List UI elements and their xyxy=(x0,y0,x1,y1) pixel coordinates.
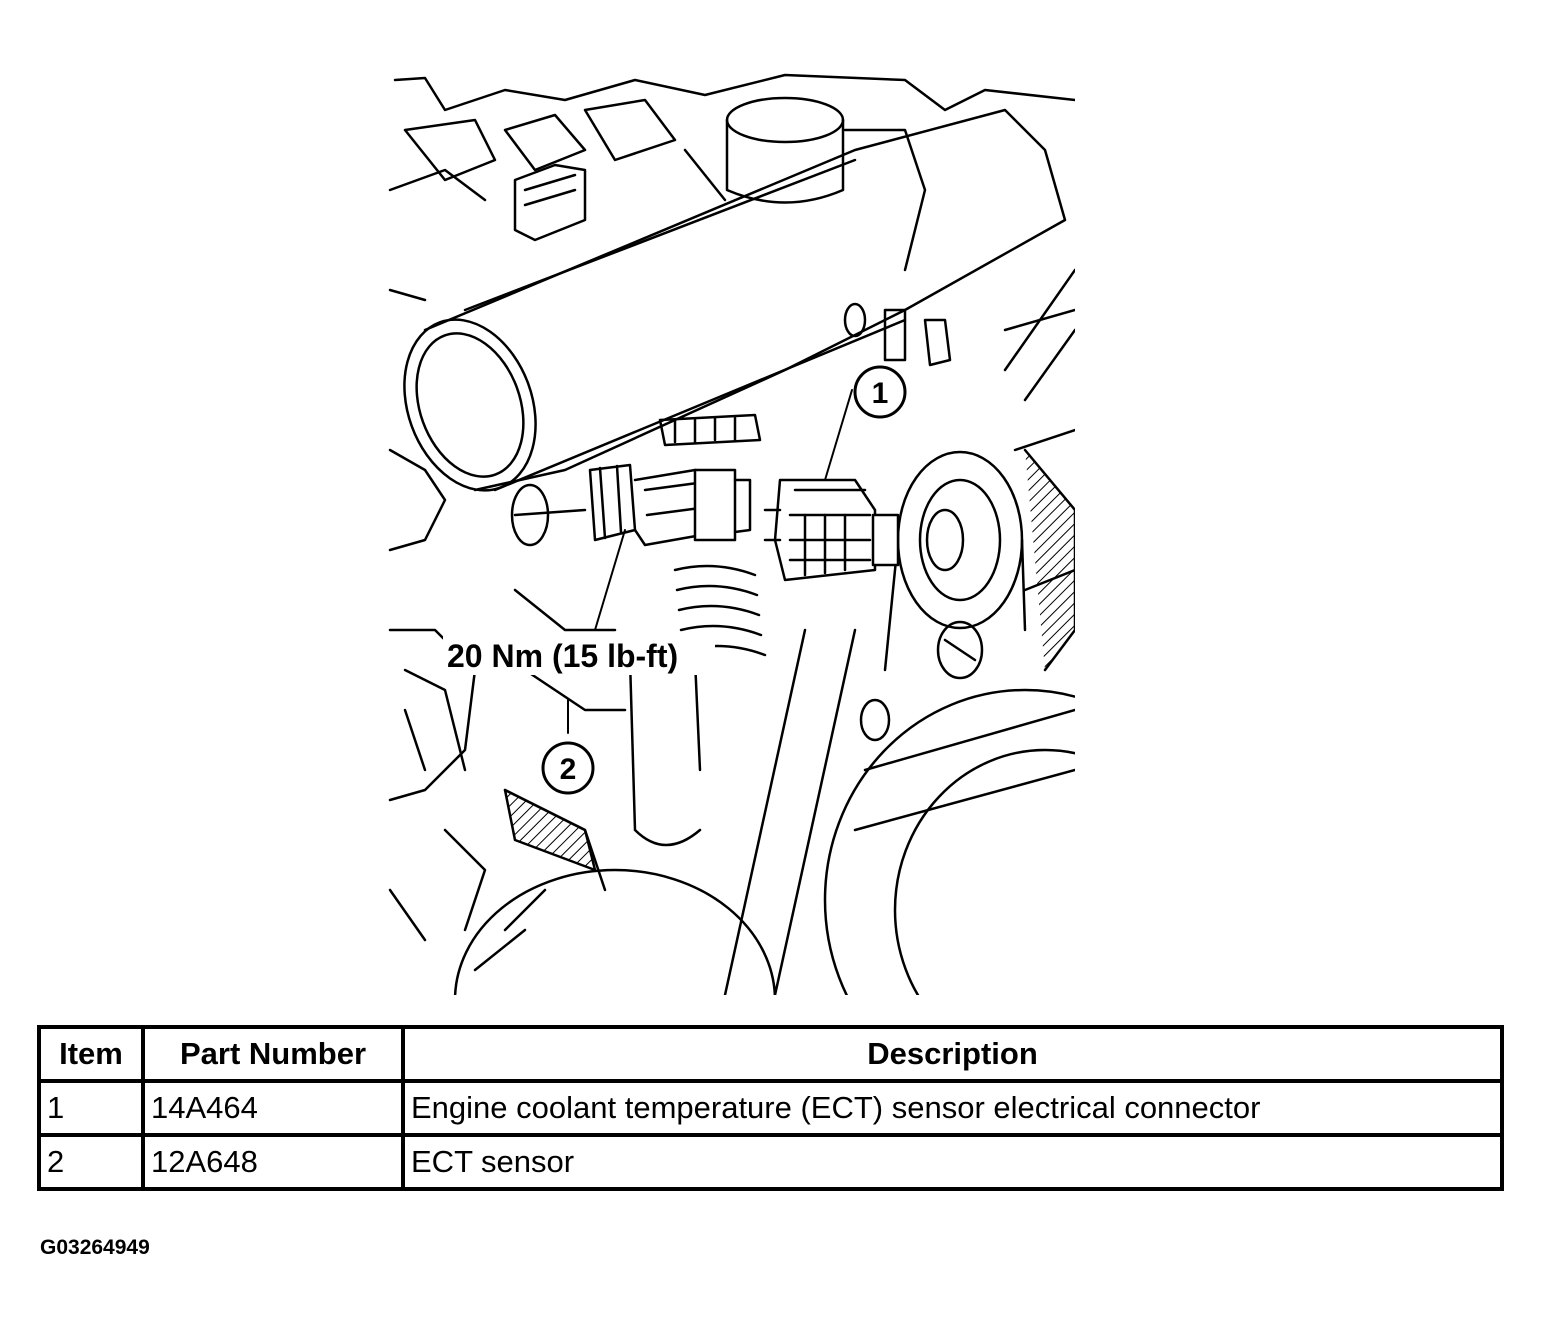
leader-line-1 xyxy=(824,389,853,481)
ect-sensor xyxy=(510,463,752,547)
cell-item: 2 xyxy=(37,1133,145,1191)
table-row: 2 12A648 ECT sensor xyxy=(37,1133,1504,1191)
table-header-row: Item Part Number Description xyxy=(37,1025,1504,1083)
cell-part-number: 14A464 xyxy=(141,1079,405,1137)
header-part-number: Part Number xyxy=(141,1025,405,1083)
callout-1-label: 1 xyxy=(872,377,889,410)
engine-block xyxy=(388,73,1075,802)
parts-table: Item Part Number Description 1 14A464 En… xyxy=(37,1025,1504,1191)
figure-id: G03264949 xyxy=(40,1236,150,1259)
engine-illustration: 1 2 20 Nm (15 lb-ft) xyxy=(385,70,1075,995)
ect-electrical-connector xyxy=(763,478,900,582)
callout-2-circle xyxy=(541,741,595,795)
drive-belt xyxy=(723,268,1075,995)
header-item: Item xyxy=(37,1025,145,1083)
cell-description: ECT sensor xyxy=(401,1133,1504,1191)
coolant-pipe xyxy=(423,108,1067,492)
cell-description: Engine coolant temperature (ECT) sensor … xyxy=(401,1079,1504,1137)
callout-1-circle xyxy=(853,365,907,419)
table-row: 1 14A464 Engine coolant temperature (ECT… xyxy=(37,1079,1504,1137)
cell-item: 1 xyxy=(37,1079,145,1137)
cell-part-number: 12A648 xyxy=(141,1133,405,1191)
torque-spec-label: 20 Nm (15 lb-ft) xyxy=(447,638,678,674)
leader-line-torque xyxy=(594,529,626,631)
callout-2-label: 2 xyxy=(560,753,577,786)
header-description: Description xyxy=(401,1025,1504,1083)
